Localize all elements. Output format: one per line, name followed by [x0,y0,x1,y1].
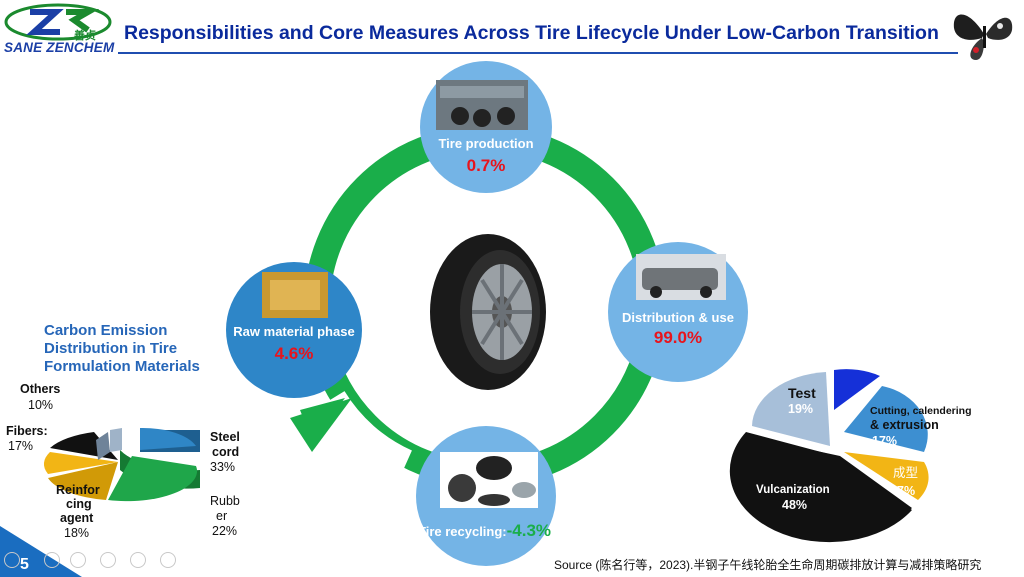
label-reinf-1: Reinfor [56,483,100,497]
label-cutting-1: Cutting, calendering [870,405,972,417]
label-vulc: Vulcanization [756,484,830,496]
label-reinf-pct: 18% [64,526,90,540]
distribution-label: Distribution & use [622,310,734,325]
page-title: Responsibilities and Core Measures Acros… [124,22,939,44]
prev-slide-icon[interactable] [4,552,20,568]
production-value: 0.7% [466,156,506,175]
label-cutting-pct: 17% [872,434,898,448]
label-rubber-1: Rubb [210,494,240,508]
page-number: 5 [20,556,29,573]
label-steel-2: cord [212,445,240,459]
recycling-label: Tire recycling: [418,524,507,539]
raw-material-value: 4.6% [274,344,314,363]
label-vulc-pct: 48% [782,498,808,512]
slides-icon[interactable] [100,552,116,568]
distribution-value: 99.0% [653,328,703,347]
label-steel-1: Steel [210,430,240,444]
pen-icon[interactable] [70,552,86,568]
label-mold: 成型 [893,466,919,480]
recycling-row: Tire recycling:-4.3% [418,521,551,541]
logo-cn-text: 善贞 [74,30,96,42]
label-test: Test [788,385,816,401]
label-rubber-pct: 22% [212,524,238,538]
label-reinf-2: cing [66,497,92,511]
next-slide-icon[interactable] [44,552,60,568]
label-others: Others [20,382,61,396]
label-steel-pct: 33% [210,460,236,474]
zoom-icon[interactable] [130,552,146,568]
label-others-pct: 10% [28,398,54,412]
company-logo [4,2,120,60]
tire-image [430,234,546,390]
label-mold-pct: 7% [897,484,916,498]
label-reinf-3: agent [60,511,94,525]
raw-material-label: Raw material phase [233,324,355,339]
label-cutting-2: & extrusion [870,418,939,432]
butterfly-icon [948,4,1020,66]
label-fibers-pct: 17% [8,439,34,453]
label-fibers: Fibers: [6,424,48,438]
source-citation: Source (陈名行等，2023).半钢子午线轮胎全生命周期碳排放计算与减排策… [554,558,982,572]
label-test-pct: 19% [788,402,814,416]
left-chart-title: Carbon Emission Distribution in Tire For… [44,322,200,375]
production-label: Tire production [438,136,534,151]
more-icon[interactable] [160,552,176,568]
left-pie-chart [43,427,200,502]
logo-text: SANE ZENCHEM [4,40,115,55]
footer-corner [0,526,82,577]
label-rubber-2: er [216,509,228,523]
right-pie-chart [729,369,929,543]
recycling-value: -4.3% [506,521,552,540]
title-underline [118,52,958,54]
